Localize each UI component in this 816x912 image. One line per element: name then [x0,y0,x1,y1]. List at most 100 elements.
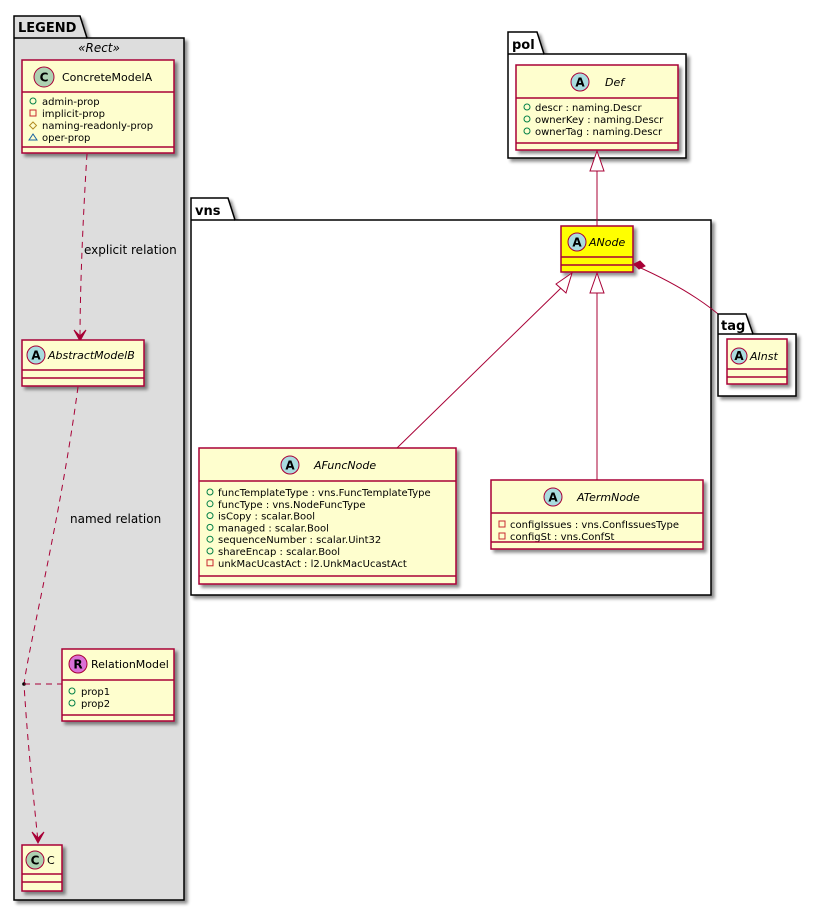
abstract-badge-icon [730,347,748,365]
attribute-row: funcTemplateType : vns.FuncTemplateType [206,488,431,499]
class-abstract-model-b[interactable]: A AbstractModelB [21,339,145,387]
class-ainst[interactable]: A AInst [726,338,788,385]
class-anode[interactable]: A ANode [560,225,634,273]
public-visibility-icon [206,512,214,520]
attribute-row: sequenceNumber : scalar.Uint32 [206,535,381,546]
class-name: AbstractModelB [47,349,135,362]
attribute-row: configIssues : vns.ConfIssuesType [498,520,679,531]
attribute-text: oper-prop [42,133,90,144]
package-title: tag [721,319,745,334]
attribute-row: isCopy : scalar.Bool [206,512,315,523]
attribute-text: prop1 [81,687,110,698]
class-name: ATermNode [576,491,640,504]
attribute-row: shareEncap : scalar.Bool [206,547,340,558]
private-visibility-icon [498,520,506,528]
edge-explicit-relation: explicit relation [73,153,177,343]
attribute-row: admin-prop [29,97,100,108]
public-visibility-icon [206,535,214,543]
public-visibility-icon [29,97,37,105]
abstract-badge-icon [26,345,46,365]
abstract-badge-icon [280,455,300,475]
attribute-row: ownerTag : naming.Descr [523,127,663,138]
attribute-text: ownerTag : naming.Descr [535,127,663,138]
badge-letter: A [572,236,582,250]
public-visibility-icon [206,500,214,508]
attribute-text: shareEncap : scalar.Bool [218,547,340,558]
attribute-row: ownerKey : naming.Descr [523,115,664,126]
class-name: C [47,854,55,867]
attribute-row: naming-readonly-prop [28,121,153,132]
abstract-badge-icon [570,72,590,92]
attribute-row: descr : naming.Descr [523,103,642,114]
class-afuncnode[interactable]: A AFuncNode funcTemplateType : vns.FuncT… [198,447,457,585]
attribute-row: unkMacUcastAct : l2.UnkMacUcastAct [206,559,407,570]
public-visibility-icon [523,103,531,111]
inheritance-arrow-icon [589,271,605,294]
protected-visibility-icon [28,121,38,130]
class-name: ANode [588,236,625,249]
attribute-row: oper-prop [28,133,90,144]
legend-stereotype: «Rect» [78,41,120,55]
badge-letter: C [31,854,40,868]
public-visibility-icon [206,488,214,496]
attribute-text: prop2 [81,699,110,710]
attribute-text: unkMacUcastAct : l2.UnkMacUcastAct [218,559,407,570]
public-visibility-icon [206,547,214,555]
class-name: RelationModel [91,658,169,671]
package-title: pol [512,38,535,53]
attribute-text: funcType : vns.NodeFuncType [218,500,365,511]
badge-letter: R [73,658,82,672]
attribute-text: ownerKey : naming.Descr [535,115,664,126]
public-visibility-icon [68,699,76,707]
attribute-text: descr : naming.Descr [535,103,642,114]
class-name: AFuncNode [313,459,376,472]
arrow-head-icon [73,329,87,343]
badge-letter: A [285,459,295,473]
edge-anode-extends-def [589,149,605,226]
private-visibility-icon [29,109,37,117]
class-relation-model[interactable]: R RelationModel prop1 prop2 [61,648,175,722]
private-visibility-icon [206,559,214,567]
public-visibility-icon [523,115,531,123]
badge-letter: A [548,491,558,505]
class-def[interactable]: A Def descr : naming.Descr ownerKey : na… [515,64,679,151]
attribute-row: prop2 [68,699,110,710]
attribute-text: managed : scalar.Bool [218,523,329,534]
arrow-head-icon [31,831,45,845]
class-badge-icon [33,66,55,88]
class-name: ConcreteModelA [62,71,153,84]
attribute-text: configSt : vns.ConfSt [510,532,615,543]
attribute-row: configSt : vns.ConfSt [498,532,615,543]
composition-diamond-icon [633,260,646,270]
attribute-text: implicit-prop [42,109,105,120]
attribute-text: funcTemplateType : vns.FuncTemplateType [218,488,431,499]
inheritance-arrow-icon [589,149,605,172]
abstract-badge-icon [567,232,587,252]
attribute-row: prop1 [68,687,110,698]
attribute-text: admin-prop [42,97,100,108]
inheritance-arrow-icon [555,271,573,294]
badge-letter: A [31,349,41,363]
class-atermnode[interactable]: A ATermNode configIssues : vns.ConfIssue… [490,479,704,550]
package-visibility-icon [28,133,38,141]
legend-title: LEGEND [18,21,77,36]
edge-afuncnode-extends-anode [396,271,573,449]
class-concrete-model-a[interactable]: C ConcreteModelA admin-prop implicit-pro… [21,59,175,154]
private-visibility-icon [498,532,506,540]
package-title: vns [195,204,221,219]
attribute-row: funcType : vns.NodeFuncType [206,500,365,511]
public-visibility-icon [206,523,214,531]
relation-badge-icon [68,654,88,674]
explicit-relation-label: explicit relation [84,243,177,257]
class-name: AInst [749,350,778,363]
class-c[interactable]: C C [21,844,63,892]
badge-letter: C [40,71,49,85]
abstract-badge-icon [543,487,563,507]
attribute-text: naming-readonly-prop [42,121,153,132]
attribute-row: managed : scalar.Bool [206,523,329,534]
class-badge-icon [25,850,45,870]
public-visibility-icon [523,127,531,135]
edge-named-relation: named relation [22,386,161,845]
attribute-row: implicit-prop [29,109,105,120]
badge-letter: A [575,76,585,90]
